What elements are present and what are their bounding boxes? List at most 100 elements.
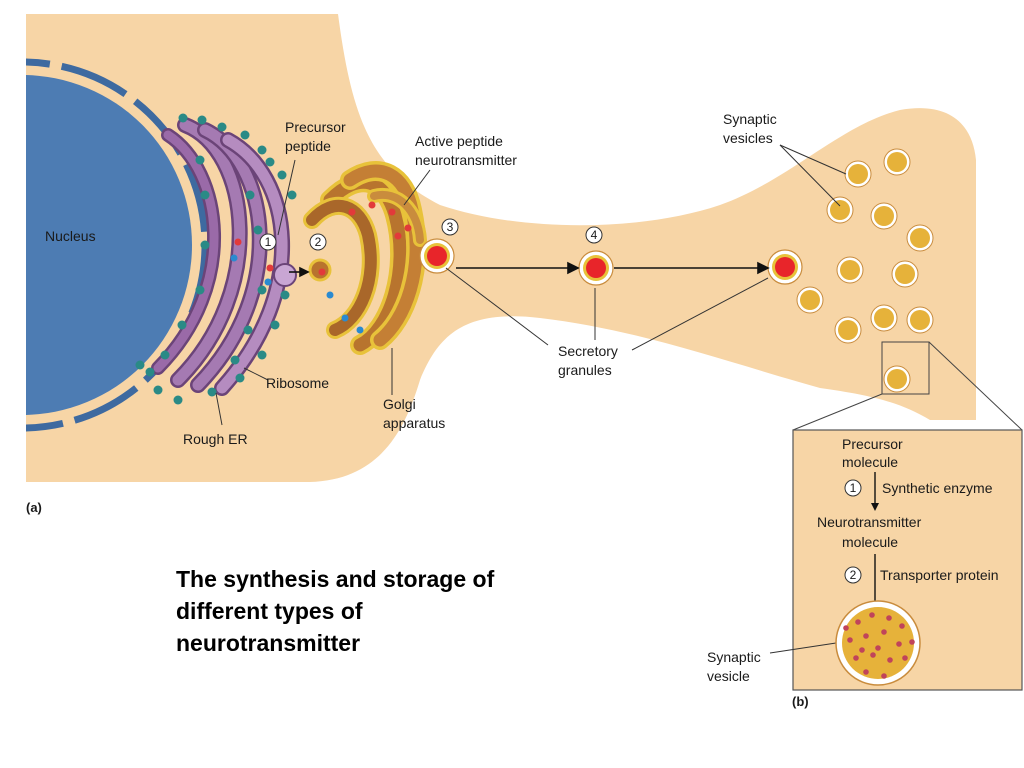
label-nucleus: Nucleus xyxy=(45,228,96,244)
golgi-apparatus xyxy=(303,161,427,355)
label-secretory-granules-line2: granules xyxy=(558,362,612,378)
inset-neurotransmitter-dot xyxy=(855,619,861,625)
golgi-peptide-dot xyxy=(394,232,402,240)
synaptic-vesicle-core xyxy=(910,310,930,330)
neuron-cytoplasm xyxy=(26,14,976,482)
inset-step-2-marker xyxy=(844,566,862,584)
ribosome-dot xyxy=(245,190,255,200)
inset-neurotransmitter-dot xyxy=(863,633,869,639)
inset-synthetic-enzyme: Synthetic enzyme xyxy=(882,480,993,496)
ribosome-dot xyxy=(280,290,290,300)
inset-neurotransmitter-dot xyxy=(886,615,892,621)
er-budding-vesicle xyxy=(273,263,297,287)
ribosome-dot xyxy=(145,367,155,377)
label-secretory-granules-line1: Secretory xyxy=(558,343,618,359)
label-precursor-peptide-line2: peptide xyxy=(285,138,331,154)
inset-step-1-marker xyxy=(844,479,862,497)
label-rough-er: Rough ER xyxy=(183,431,248,447)
label-panel-b: (b) xyxy=(792,694,809,709)
step-4-marker xyxy=(585,226,603,244)
inset-contents: Precursor molecule 1 Synthetic enzyme Ne… xyxy=(707,436,999,686)
inset-neurotransmitter-dot xyxy=(909,639,915,645)
ribosome-dot xyxy=(257,285,267,295)
ribosome-dot xyxy=(217,122,227,132)
inset-step-2-number: 2 xyxy=(850,568,857,582)
label-panel-a: (a) xyxy=(26,500,42,515)
inset-arrow-1-head xyxy=(871,503,879,511)
synaptic-vesicle-core xyxy=(874,206,894,226)
ribosome-dot xyxy=(277,170,287,180)
inset-neurotransmitter-dot xyxy=(881,673,887,679)
peptide-dot xyxy=(264,278,272,286)
label-golgi-line2: apparatus xyxy=(383,415,445,431)
peptide-dot xyxy=(230,254,238,262)
golgi-peptide-dot xyxy=(356,326,364,334)
inset-precursor-line1: Precursor xyxy=(842,436,903,452)
ribosome-dot xyxy=(287,190,297,200)
caption-line-3: neurotransmitter xyxy=(176,630,361,656)
inset-step-1-number: 1 xyxy=(850,481,857,495)
inset-neurotransmitter-dot xyxy=(881,629,887,635)
ribosome-dot xyxy=(253,225,263,235)
ribosome-dot xyxy=(135,360,145,370)
label-ribosome: Ribosome xyxy=(266,375,329,391)
inset-neurotransmitter-dot xyxy=(859,647,865,653)
ribosome-dot xyxy=(257,145,267,155)
golgi-peptide-dot xyxy=(318,268,326,276)
ribosome-dot xyxy=(160,350,170,360)
label-synaptic-vesicles-line1: Synaptic xyxy=(723,111,777,127)
caption-line-1: The synthesis and storage of xyxy=(176,566,495,592)
label-active-peptide-line2: neurotransmitter xyxy=(415,152,517,168)
synaptic-vesicle-core xyxy=(887,152,907,172)
inset-neurotransmitter-dot xyxy=(902,655,908,661)
synaptic-vesicle-core xyxy=(887,369,907,389)
golgi-peptide-dot xyxy=(368,201,376,209)
ribosome-dot xyxy=(230,355,240,365)
zoom-guides xyxy=(792,341,1023,431)
inset-neurotransmitter-dot xyxy=(896,641,902,647)
golgi-peptide-dot xyxy=(404,224,412,232)
peptide-dot xyxy=(266,264,274,272)
transport-arrows xyxy=(289,261,770,278)
secretory-granule-core xyxy=(586,258,606,278)
step-markers: 1 2 3 4 xyxy=(259,218,603,251)
inset-neurotransmitter-dots xyxy=(843,612,915,679)
inset-neurotransmitter-dot xyxy=(869,612,875,618)
inset-neurotransmitter-dot xyxy=(887,657,893,663)
golgi-peptide-dots xyxy=(318,201,412,334)
ribosome-dot xyxy=(200,190,210,200)
label-golgi-line1: Golgi xyxy=(383,396,416,412)
peptide-dot xyxy=(234,238,242,246)
step-3-marker xyxy=(441,218,459,236)
inset-neurotransmitter-dot xyxy=(863,669,869,675)
ribosome-dot xyxy=(243,325,253,335)
golgi-peptide-dot xyxy=(348,208,356,216)
synaptic-vesicle-core xyxy=(895,264,915,284)
caption: The synthesis and storage of different t… xyxy=(176,563,596,659)
ribosome-dot xyxy=(270,320,280,330)
ribosome-dot xyxy=(240,130,250,140)
step-4-number: 4 xyxy=(591,228,598,242)
ribosome-dot xyxy=(195,285,205,295)
step-2-number: 2 xyxy=(315,235,322,249)
inset-transporter-protein: Transporter protein xyxy=(880,567,999,583)
label-synaptic-vesicles-line2: vesicles xyxy=(723,130,773,146)
inset-synaptic-vesicle-line2: vesicle xyxy=(707,668,750,684)
synaptic-vesicle-core xyxy=(874,308,894,328)
inset-neurotransmitter-dot xyxy=(870,652,876,658)
label-active-peptide-line1: Active peptide xyxy=(415,133,503,149)
inset-vesicle-core xyxy=(842,607,914,679)
ribosome-dot xyxy=(177,320,187,330)
inset-neurotransmitter-dot xyxy=(899,623,905,629)
golgi-peptide-dot xyxy=(341,314,349,322)
synaptic-vesicle-core xyxy=(910,228,930,248)
inset-synaptic-vesicle-line1: Synaptic xyxy=(707,649,761,665)
label-precursor-peptide-line1: Precursor xyxy=(285,119,346,135)
inset-neurotransmitter-line1: Neurotransmitter xyxy=(817,514,922,530)
synaptic-vesicle-core xyxy=(838,320,858,340)
ribosome-dot xyxy=(235,373,245,383)
secretory-granule-core xyxy=(427,246,447,266)
inset-precursor-line2: molecule xyxy=(842,454,898,470)
ribosome-dot xyxy=(153,385,163,395)
